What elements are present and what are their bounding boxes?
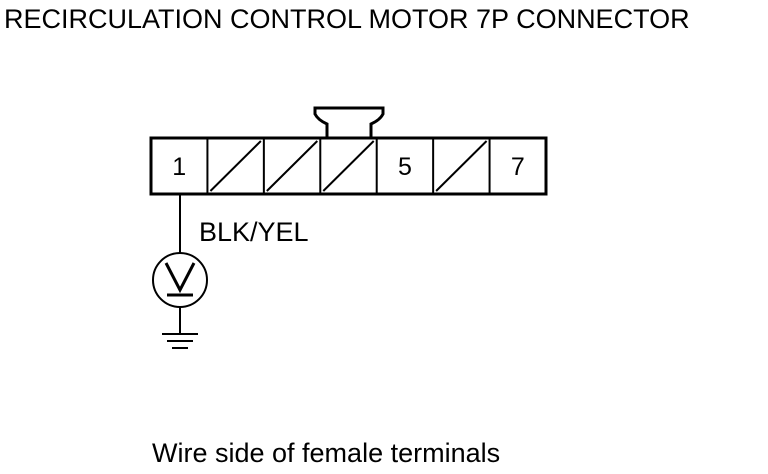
voltmeter-icon — [152, 252, 208, 308]
pin-number-label: 7 — [511, 153, 525, 181]
connector-lock-tab — [313, 106, 385, 138]
pin-number-label: 5 — [398, 153, 412, 181]
empty-cavity-slash — [435, 140, 488, 192]
wire-color-label: BLK/YEL — [199, 217, 309, 247]
diagram-title: RECIRCULATION CONTROL MOTOR 7P CONNECTOR — [4, 4, 690, 34]
diagram-caption: Wire side of female terminals — [152, 438, 501, 468]
pin-number-label: 1 — [172, 153, 186, 181]
empty-cavity-slash — [322, 140, 375, 192]
ground-icon — [162, 333, 198, 349]
empty-cavity-slash — [266, 140, 318, 192]
connector-cells: 1 5 7 — [172, 138, 525, 194]
empty-cavity-slash — [209, 140, 262, 192]
